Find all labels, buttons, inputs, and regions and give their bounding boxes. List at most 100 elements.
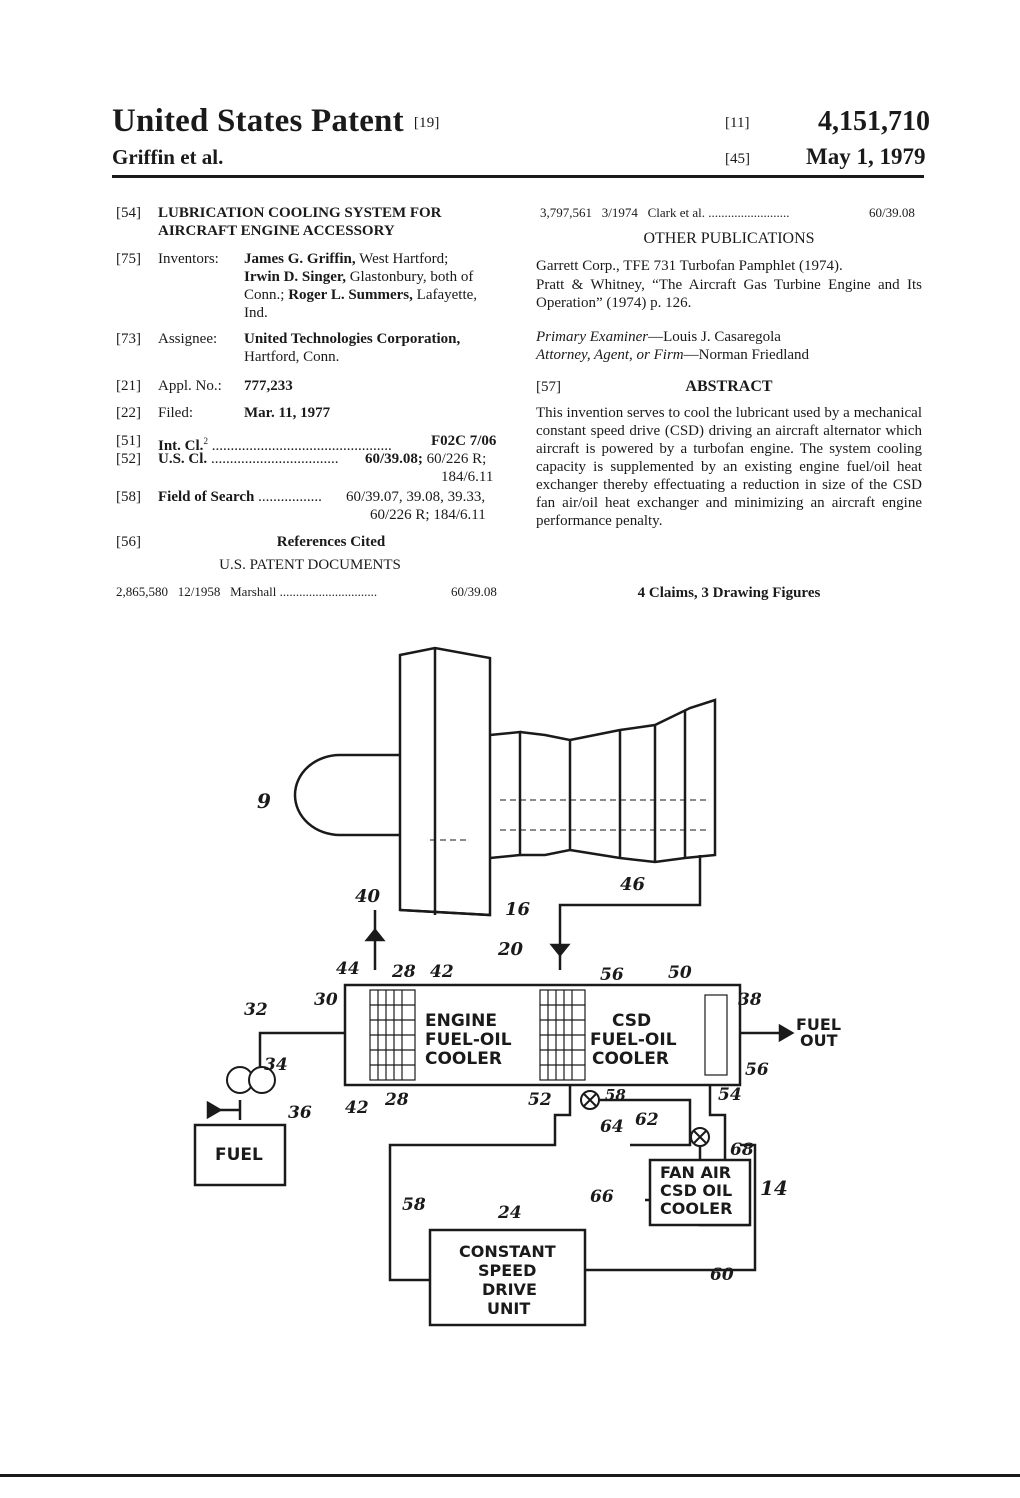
ref-2-number: 3,797,561 <box>540 205 592 220</box>
csd-unit-box <box>428 1228 587 1327</box>
inventor-1: James G. Griffin, <box>244 251 356 267</box>
ref-numeral-56-right: 56 <box>745 1060 769 1080</box>
examiner-label: Primary Examiner <box>536 329 649 345</box>
ref-2-dots: ......................... <box>705 205 790 220</box>
csd-unit-label-2: SPEED <box>478 1261 536 1280</box>
field-75-code: [75] <box>116 251 141 267</box>
reference-row-1: 2,865,580 12/1958 Marshall .............… <box>116 583 504 601</box>
fuel-tank-label: FUEL <box>215 1145 263 1165</box>
title-code: [19] <box>413 114 440 131</box>
int-cl-row: Int. Cl.2 ..............................… <box>158 432 504 455</box>
fuel-pump-right-icon <box>248 1066 276 1094</box>
ref-1-number: 2,865,580 <box>116 584 168 599</box>
title-text: United States Patent <box>112 103 404 139</box>
abstract-heading: ABSTRACT <box>685 378 773 395</box>
csd-cooler-label-2: FUEL-OIL <box>590 1030 677 1050</box>
field-56-code: [56] <box>116 534 141 550</box>
patent-number: 4,151,710 <box>818 106 930 137</box>
ref-numeral-42-top: 42 <box>430 962 454 982</box>
inventor-2-place: Glastonbury, both of <box>345 269 474 285</box>
fuel-tank-box <box>193 1123 287 1187</box>
patent-date: May 1, 1979 <box>806 144 926 169</box>
us-cl-row: U.S. Cl. ...............................… <box>158 450 504 468</box>
ref-numeral-38: 38 <box>738 990 762 1010</box>
engine-spinner <box>293 753 341 837</box>
publication-2: Pratt & Whitney, “The Aircraft Gas Turbi… <box>536 277 922 311</box>
ref-numeral-46: 46 <box>620 874 646 895</box>
engine-cooler-label-3: COOLER <box>425 1049 502 1069</box>
ref-numeral-62: 62 <box>635 1110 659 1130</box>
ref-numeral-28-bottom: 28 <box>384 1090 409 1110</box>
appl-no-label: Appl. No.: <box>158 378 222 394</box>
assignee-name: United Technologies Corporation, <box>244 331 461 347</box>
int-cl-sup: 2 <box>203 436 208 446</box>
ref-1-date: 12/1958 <box>177 584 221 599</box>
field-54-code: [54] <box>116 205 141 221</box>
attorney-name: —Norman Friedland <box>683 347 810 363</box>
us-cl-value-2: 60/226 R; <box>422 451 487 467</box>
us-documents-heading: U.S. PATENT DOCUMENTS <box>219 557 401 573</box>
us-cl-label: U.S. Cl. <box>158 451 208 467</box>
fan-cooler-label-2: CSD OIL <box>660 1181 732 1200</box>
ref-2-date: 3/1974 <box>601 205 638 220</box>
us-cl-value-1: 60/39.08; <box>365 451 423 467</box>
engine-cooler-label-2: FUEL-OIL <box>425 1030 512 1050</box>
inventor-3-place: Lafayette, <box>412 287 478 303</box>
inventor-2: Irwin D. Singer, <box>244 269 346 285</box>
other-publications-heading: OTHER PUBLICATIONS <box>643 230 815 247</box>
csd-unit-label-3: DRIVE <box>482 1280 537 1299</box>
patent-number-code: [11] <box>725 115 750 131</box>
field-51-code: [51] <box>116 433 141 449</box>
field-of-search-value: 60/39.07, 39.08, 39.33, <box>343 488 486 506</box>
fuel-out-label-2: OUT <box>800 1031 838 1050</box>
inventor-line-3: Conn.; Roger L. Summers, Lafayette, <box>244 286 514 304</box>
ref-numeral-60: 60 <box>710 1265 734 1285</box>
field-57-code: [57] <box>536 379 561 395</box>
filed-label: Filed: <box>158 405 194 421</box>
int-cl-dots: ........................................… <box>207 438 392 454</box>
engine-outline <box>293 646 717 917</box>
ref-numeral-20: 20 <box>497 939 524 960</box>
ref-numeral-52: 52 <box>528 1090 552 1110</box>
inventor-3-prefix: Conn.; <box>244 287 289 303</box>
ref-1-name: Marshall <box>230 584 277 599</box>
ref-numeral-36: 36 <box>288 1103 312 1123</box>
engine-hidden-lines <box>430 799 710 841</box>
ref-numeral-40: 40 <box>355 886 381 907</box>
ref-numeral-64: 64 <box>600 1117 624 1137</box>
inventor-3: Roger L. Summers, <box>288 287 413 303</box>
ref-numeral-24: 24 <box>497 1203 522 1223</box>
date-code: [45] <box>725 151 750 167</box>
ref-numeral-58-valve: 58 <box>605 1086 626 1104</box>
int-cl-label: Int. Cl. <box>158 438 204 454</box>
examiner-name: —Louis J. Casaregola <box>648 329 781 345</box>
fuel-out-label-1: FUEL <box>796 1015 841 1034</box>
ref-numeral-28-top: 28 <box>391 962 416 982</box>
patent-title: United States Patent [19] <box>112 103 440 140</box>
ref-2-class: 60/39.08 <box>866 204 915 222</box>
authors: Griffin et al. <box>112 145 224 169</box>
ref-numeral-42-bottom: 42 <box>345 1098 369 1118</box>
csd-unit-label-4: UNIT <box>487 1299 530 1318</box>
field-of-search-dots: ................. <box>254 489 322 505</box>
field-58-code: [58] <box>116 489 141 505</box>
ref-numeral-54: 54 <box>718 1085 742 1105</box>
abstract-text: This invention serves to cool the lubric… <box>536 405 922 529</box>
assignee-label: Assignee: <box>158 331 218 347</box>
examiner-row: Primary Examiner—Louis J. Casaregola <box>536 328 781 346</box>
inventors-label: Inventors: <box>158 251 219 267</box>
field-of-search-row: Field of Search ................. <box>158 488 504 506</box>
assignee-place: Hartford, Conn. <box>244 349 340 365</box>
inventor-line-4: Ind. <box>244 305 268 321</box>
inventor-line-1: James G. Griffin, West Hartford; <box>244 250 514 268</box>
invention-title: LUBRICATION COOLING SYSTEM FOR AIRCRAFT … <box>158 205 442 239</box>
ref-1-dots: .............................. <box>276 584 378 599</box>
us-cl-dots: .................................. <box>207 451 339 467</box>
field-21-code: [21] <box>116 378 141 394</box>
ref-numeral-56-top: 56 <box>600 965 624 985</box>
assignee: United Technologies Corporation, Hartfor… <box>244 330 460 366</box>
inventors: James G. Griffin, West Hartford; Irwin D… <box>244 250 514 322</box>
engine-fan-case <box>398 646 492 917</box>
ref-2-name: Clark et al. <box>647 205 706 220</box>
fan-air-cooler-box <box>648 1158 752 1227</box>
